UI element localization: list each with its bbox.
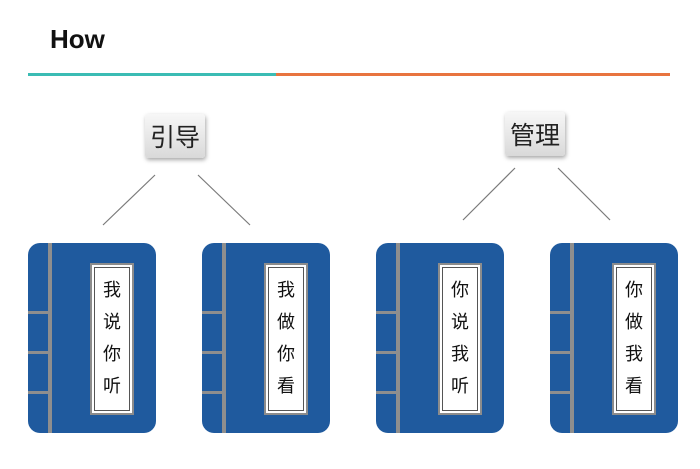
book-stitch: [202, 351, 224, 354]
book-spine: [48, 243, 52, 433]
book-title-char: 我: [277, 280, 295, 301]
book-title-char: 做: [277, 312, 295, 333]
book-title-label-inner: 我说你听: [94, 267, 130, 411]
book-stitch: [550, 311, 572, 314]
book-title-char: 你: [625, 280, 643, 301]
book-title-char: 说: [451, 312, 469, 333]
connector-line-manage-right: [557, 167, 611, 221]
book-spine: [570, 243, 574, 433]
book-stitch: [202, 311, 224, 314]
connector-line-manage-left: [462, 167, 516, 221]
book-title-char: 你: [451, 280, 469, 301]
book-stitch: [550, 351, 572, 354]
book-stitch: [550, 391, 572, 394]
book-spine: [396, 243, 400, 433]
book-title-label-inner: 你说我听: [442, 267, 478, 411]
title-underline-teal: [28, 73, 276, 76]
book-card: 我做你看: [202, 243, 330, 433]
book-card: 你做我看: [550, 243, 678, 433]
category-manage: 管理: [505, 112, 565, 156]
book-stitch: [376, 391, 398, 394]
book-title-label: 你做我看: [612, 263, 656, 415]
category-guide: 引导: [145, 114, 205, 158]
book-title-char: 看: [277, 376, 295, 397]
book-stitch: [376, 351, 398, 354]
book-title-char: 我: [103, 280, 121, 301]
connector-line-guide-right: [197, 174, 251, 226]
book-title-label: 我说你听: [90, 263, 134, 415]
book-spine: [222, 243, 226, 433]
page-title: How: [50, 24, 105, 54]
book-stitch: [28, 351, 50, 354]
title-underline-orange: [276, 73, 670, 76]
book-title-char: 我: [625, 344, 643, 365]
book-title-label-inner: 我做你看: [268, 267, 304, 411]
book-title-char: 听: [103, 376, 121, 397]
book-stitch: [28, 311, 50, 314]
book-stitch: [28, 391, 50, 394]
connector-line-guide-left: [102, 174, 156, 226]
book-card: 你说我听: [376, 243, 504, 433]
book-title-char: 说: [103, 312, 121, 333]
book-stitch: [202, 391, 224, 394]
book-title-label: 我做你看: [264, 263, 308, 415]
book-title-char: 我: [451, 344, 469, 365]
book-card: 我说你听: [28, 243, 156, 433]
book-title-char: 做: [625, 312, 643, 333]
book-title-char: 你: [277, 344, 295, 365]
book-title-char: 听: [451, 376, 469, 397]
book-title-label: 你说我听: [438, 263, 482, 415]
book-title-char: 看: [625, 376, 643, 397]
book-title-label-inner: 你做我看: [616, 267, 652, 411]
book-stitch: [376, 311, 398, 314]
book-title-char: 你: [103, 344, 121, 365]
